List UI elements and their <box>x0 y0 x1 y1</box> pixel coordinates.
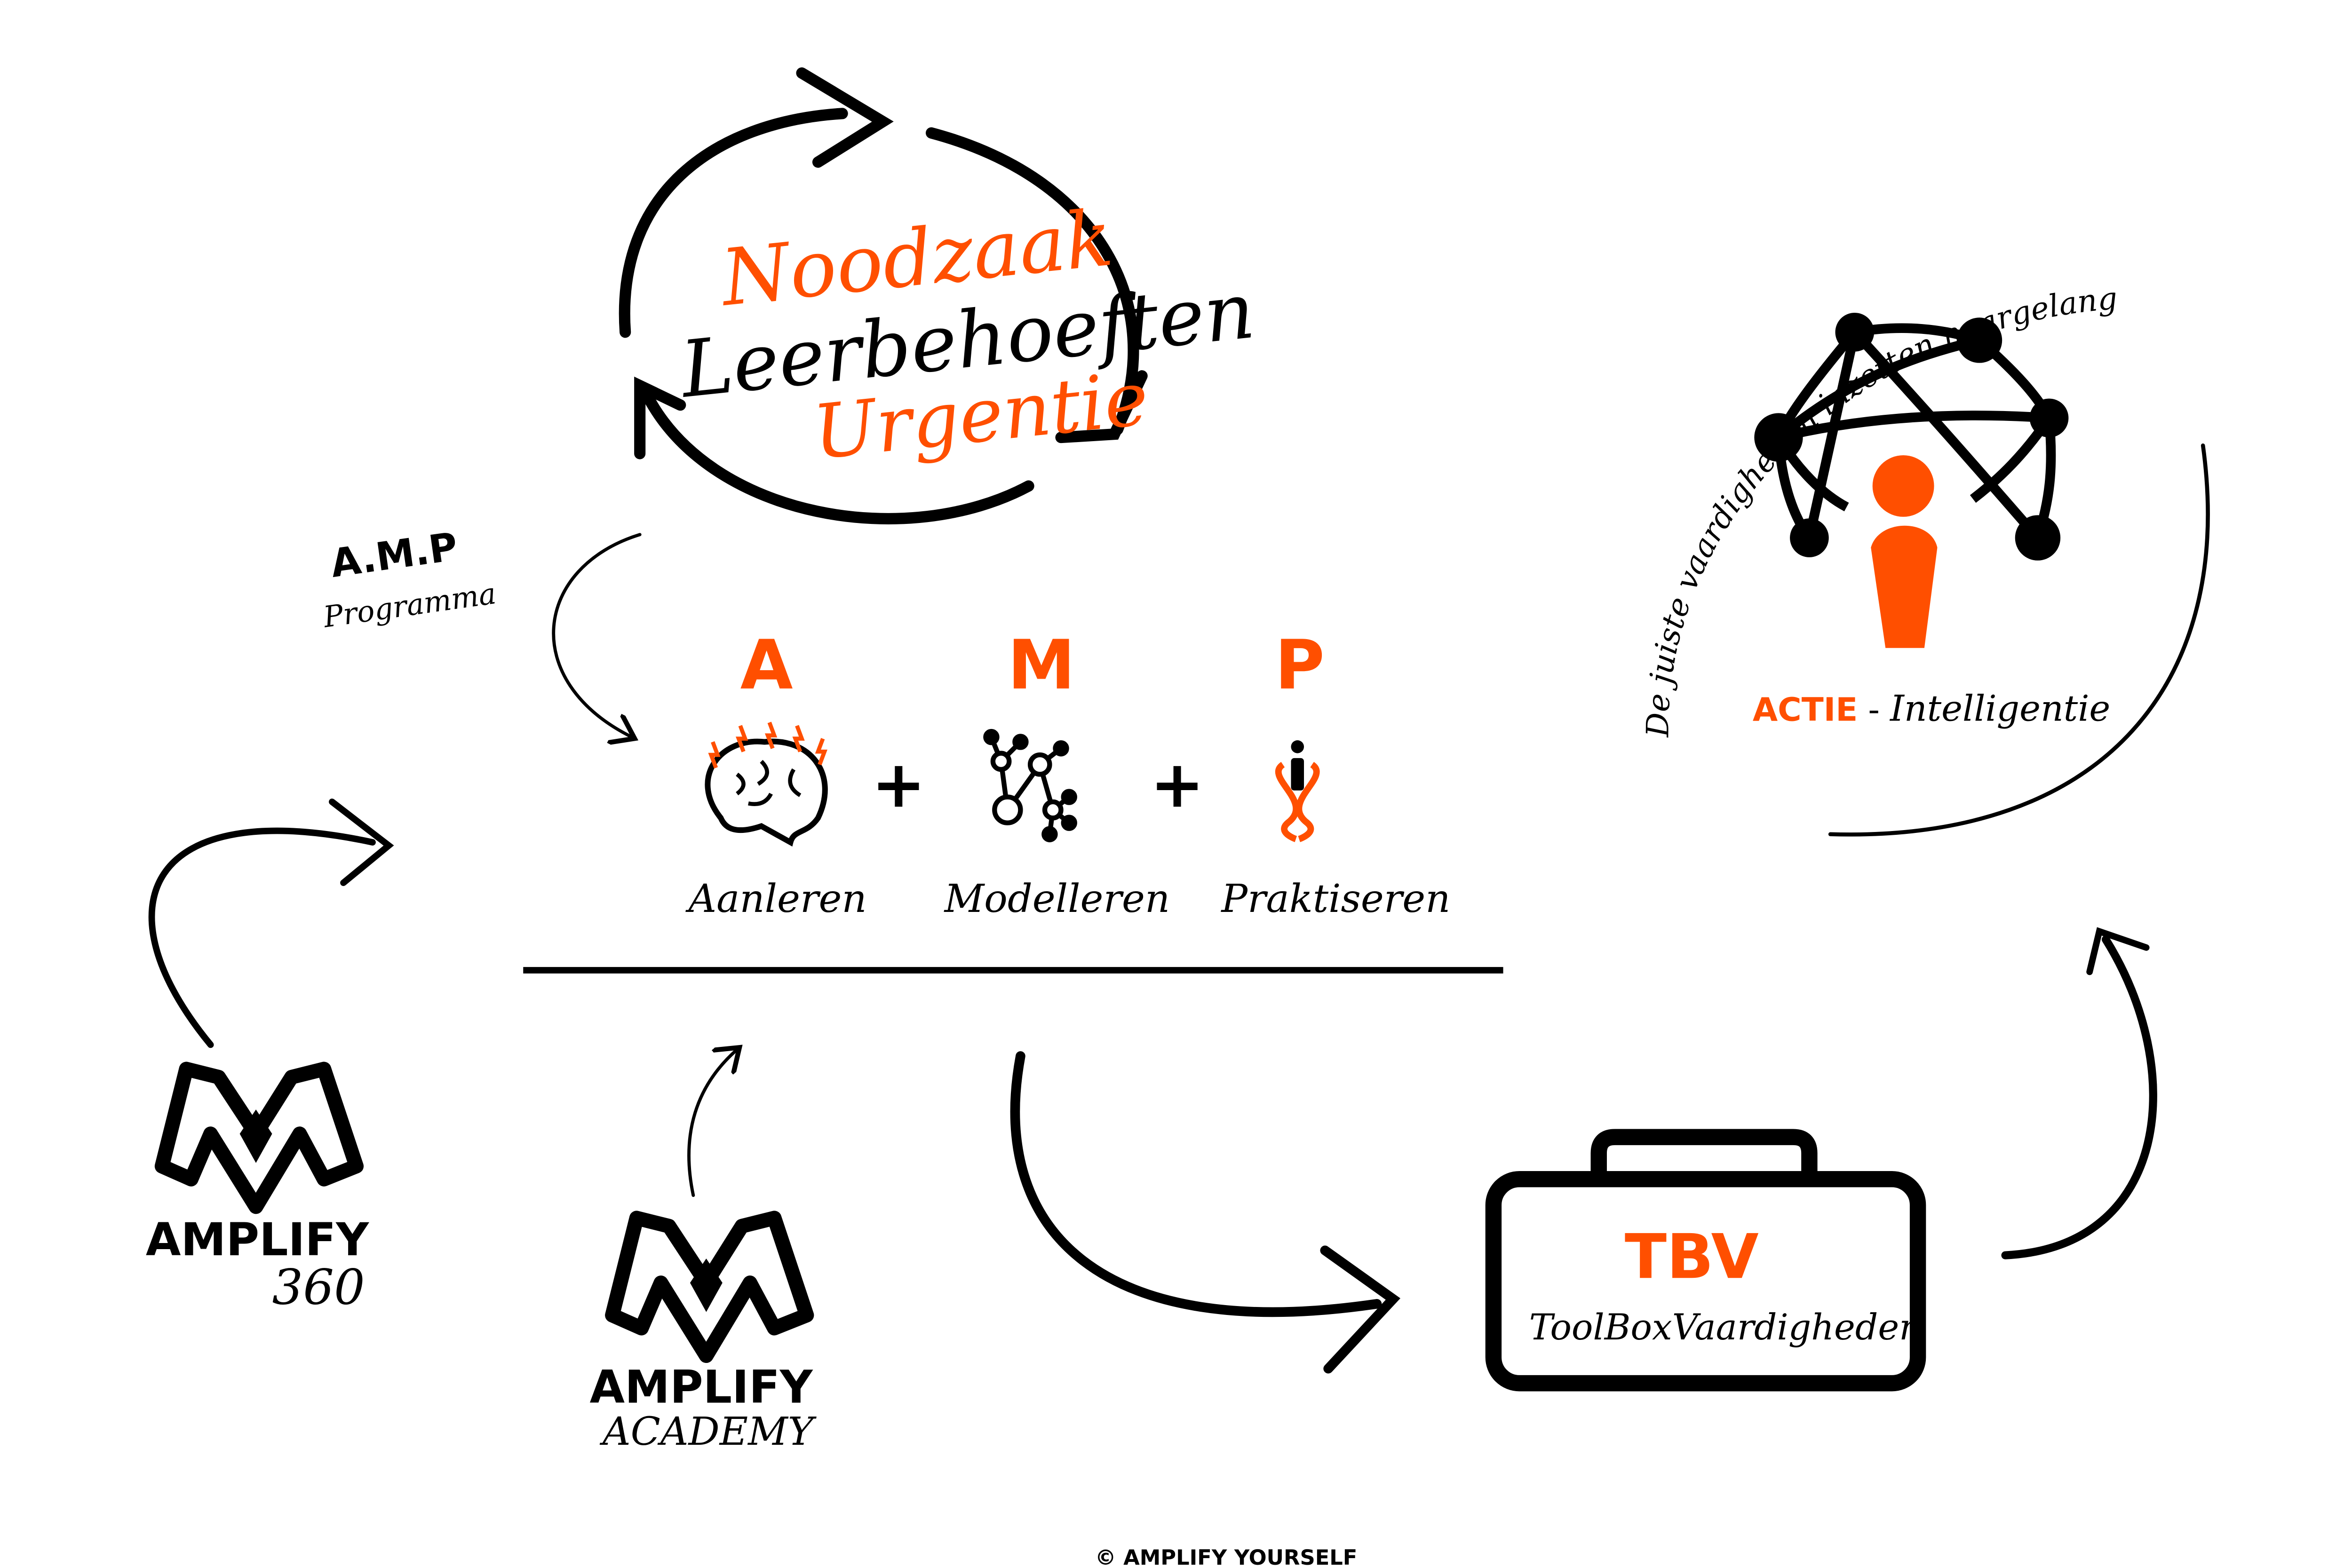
arrow-360-to-amp <box>148 827 376 1048</box>
person-helix-icon <box>1275 740 1320 842</box>
step-label-praktiseren: Praktiseren <box>1220 876 1450 921</box>
arrow-amp-to-toolbox <box>1010 1051 1382 1317</box>
amplify-academy-sub: ACADEMY <box>599 1409 817 1454</box>
arrow-cycle-to-amp <box>552 533 642 737</box>
actie-network-icon <box>1754 312 2069 648</box>
step-label-modelleren: Modelleren <box>944 876 1170 921</box>
flow-arrows <box>148 443 2210 1374</box>
plus-sign-2: + <box>1150 747 1204 822</box>
step-letter-p: P <box>1275 626 1325 705</box>
actie-label-rest: Intelligentie <box>1889 688 2110 729</box>
actie-label: ACTIE - Intelligentie <box>1753 688 2110 729</box>
actie-label-accent: ACTIE <box>1753 691 1858 729</box>
cycle-text: Noodzaak Leerbehoeften Urgentie <box>675 193 1259 476</box>
toolbox-acronym: TBV <box>1625 1221 1759 1292</box>
network-nodes-icon <box>983 729 1077 842</box>
step-letter-m: M <box>1008 626 1075 705</box>
amplify-360-name: AMPLIFY <box>146 1213 369 1266</box>
amp-subtitle: Programma <box>321 576 498 634</box>
plus-sign-1: + <box>872 747 926 822</box>
amplify-360-sub: 360 <box>272 1259 365 1315</box>
amplify-academy-name: AMPLIFY <box>589 1361 813 1413</box>
footer-copyright: © AMPLIFY YOURSELF <box>1095 1545 1358 1568</box>
arrow-toolbox-to-actie <box>2001 935 2157 1259</box>
amplify-academy-logo: AMPLIFY ACADEMY <box>589 1211 817 1454</box>
person-body-icon <box>1871 525 1938 648</box>
step-letter-a: A <box>740 626 793 705</box>
brain-icon <box>705 738 828 847</box>
actie-circle-arc <box>1828 443 2210 837</box>
person-head-icon <box>1872 455 1934 517</box>
toolbox-icon: TBV ToolBoxVaardigheden <box>1485 1129 1926 1392</box>
cycle-arrows <box>619 67 1148 524</box>
actie-label-dash: - <box>1868 691 1890 729</box>
amp-title: A.M.P <box>328 524 461 586</box>
amp-program-label: A.M.P Programma <box>321 524 498 634</box>
amplify-360-logo: AMPLIFY 360 <box>146 1061 369 1315</box>
step-label-aanleren: Aanleren <box>685 876 866 921</box>
brain-spark-icons <box>708 721 827 769</box>
toolbox-name: ToolBoxVaardigheden <box>1529 1307 1922 1348</box>
amp-steps: A M P + + Aanleren Modelleren Prakti <box>685 626 1450 921</box>
arrow-academy-to-amp <box>687 1050 737 1197</box>
